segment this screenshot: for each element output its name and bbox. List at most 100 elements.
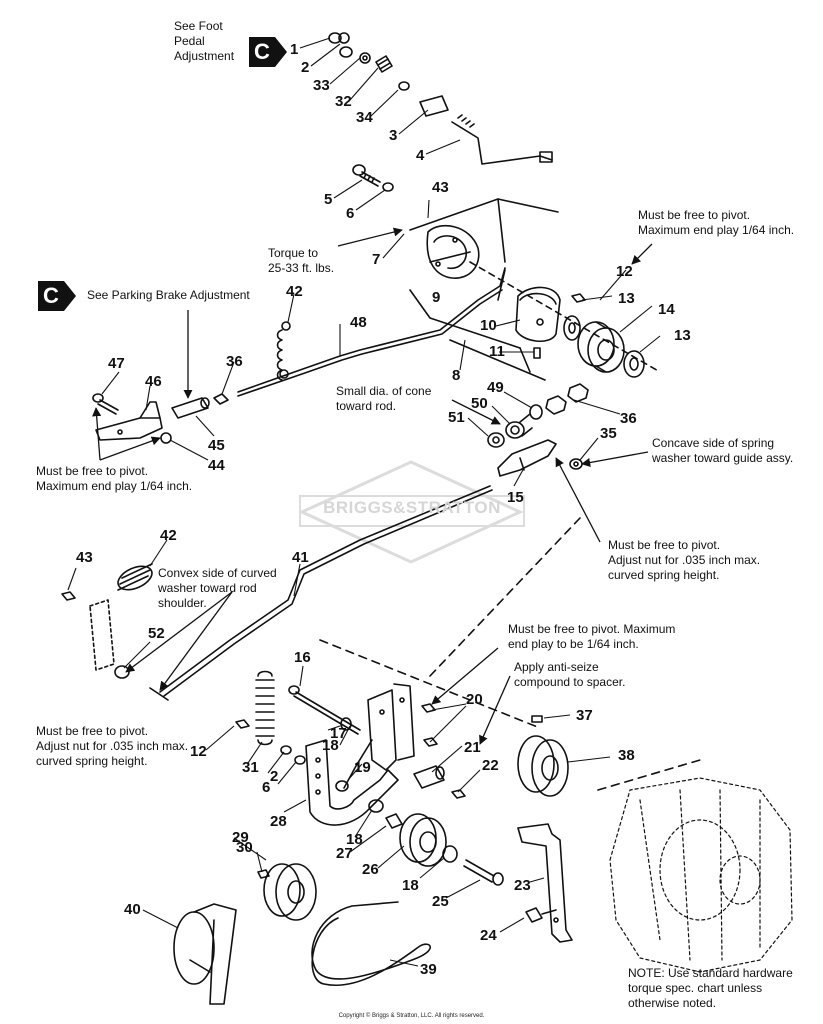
spacer-21 [413, 765, 445, 789]
part-label: 36 [620, 410, 637, 427]
part-label: 50 [471, 395, 488, 412]
part-label: 26 [362, 861, 379, 878]
part-label: 13 [618, 290, 635, 307]
bolt-24 [525, 907, 557, 923]
part-label: 14 [658, 301, 675, 318]
pivot-adjust-note-left: Must be free to pivot. Adjust nut for .0… [36, 724, 189, 768]
part-label: 9 [432, 289, 440, 306]
copyright: Copyright © Briggs & Stratton, LLC. All … [338, 1013, 485, 1019]
part-label: 28 [270, 813, 287, 830]
bolt-16 [288, 685, 361, 735]
part-label: 2 [301, 59, 309, 76]
part-label: 11 [489, 343, 505, 360]
part-label: 5 [324, 191, 332, 208]
key-37 [531, 715, 543, 723]
bolt-5 [352, 164, 394, 192]
hardware-note: NOTE: Use standard hardware torque spec.… [628, 966, 793, 1010]
pad-plate [89, 599, 115, 671]
leader-lines [67, 37, 661, 967]
pulley-14 [577, 321, 625, 373]
spacer-27 [385, 813, 403, 829]
key-30 [257, 869, 270, 879]
rod-4 [419, 95, 553, 165]
brand-watermark-text: BRIGGS&STRATTON [323, 498, 501, 517]
washer-6 [294, 755, 306, 765]
part-label: 48 [350, 314, 367, 331]
part-label: 12 [190, 743, 207, 760]
nut-12-upper [571, 293, 586, 303]
part-label: 46 [145, 373, 162, 390]
part-label: 32 [335, 93, 352, 110]
part-label: 12 [616, 263, 633, 280]
part-label: 35 [600, 425, 617, 442]
part-label: 18 [322, 737, 339, 754]
axis-line-3 [429, 517, 581, 677]
part-label: 29 [232, 829, 249, 846]
part-label: 31 [242, 759, 259, 776]
cone-50 [505, 413, 533, 439]
part-label: 8 [452, 367, 460, 384]
part-label: 18 [402, 877, 419, 894]
washer-13 [563, 315, 645, 378]
parking-brake-note: See Parking Brake Adjustment [87, 288, 250, 302]
section-c-badge-left: C [38, 281, 76, 311]
part-label: 6 [346, 205, 354, 222]
nut-22 [451, 789, 466, 799]
part-label: 22 [482, 757, 499, 774]
nut-12-lower [235, 719, 250, 729]
bracket-23 [517, 823, 573, 943]
part-label: 33 [313, 77, 330, 94]
part-label: 21 [464, 739, 481, 756]
part-label: 37 [576, 707, 593, 724]
part-label: 3 [389, 127, 397, 144]
part-label: 27 [336, 845, 353, 862]
annotation-arrows [92, 227, 653, 745]
bolt-25 [463, 859, 504, 886]
part-label: 20 [466, 691, 483, 708]
part-label: 40 [124, 901, 141, 918]
part-label: 45 [208, 437, 225, 454]
pin-11 [533, 347, 541, 359]
part-label: 36 [226, 353, 243, 370]
washer-49 [529, 404, 543, 420]
foot-pedal-hardware [328, 32, 410, 91]
part-label: 13 [674, 327, 691, 344]
nut-43-left [61, 591, 76, 601]
pivot-note-20: Must be free to pivot. Maximum end play … [508, 622, 676, 651]
spring-31 [255, 670, 275, 746]
part-label: 43 [76, 549, 93, 566]
part-label: 18 [346, 831, 363, 848]
guide-15 [497, 439, 557, 477]
axis-line [469, 261, 661, 373]
part-label: 2 [270, 768, 278, 785]
part-label: 25 [432, 893, 449, 910]
spring-42-upper [276, 321, 291, 381]
part-label: 44 [208, 457, 225, 474]
part-label: 16 [294, 649, 311, 666]
section-c-badge-top: C [249, 37, 287, 67]
engine-pulley-38 [517, 735, 569, 797]
part-label: 42 [160, 527, 177, 544]
part-label: 1 [290, 41, 298, 58]
part-label: 24 [480, 927, 497, 944]
part-label: 42 [286, 283, 303, 300]
washer-17 [340, 717, 352, 731]
nut-36 [213, 393, 229, 405]
anti-seize-note: Apply anti-seize compound to spacer. [514, 660, 626, 689]
part-label: 52 [148, 625, 165, 642]
part-label: 19 [354, 759, 371, 776]
axis-line-2 [319, 639, 541, 729]
nuts-20 [421, 703, 438, 747]
drive-pulley-29 [263, 863, 317, 921]
foot-pedal-note: See Foot Pedal Adjustment [174, 19, 235, 63]
engine-silhouette [609, 777, 793, 973]
cone-note: Small dia. of cone toward rod. [336, 384, 432, 413]
spacer-45 [171, 397, 210, 419]
idler-pulley-26 [399, 813, 447, 867]
part-label: 17 [330, 725, 347, 742]
part-label: 34 [356, 109, 373, 126]
pivot-note-46: Must be free to pivot. Maximum end play … [36, 464, 193, 493]
part-label: 41 [292, 549, 309, 566]
part-label: 51 [448, 409, 465, 426]
